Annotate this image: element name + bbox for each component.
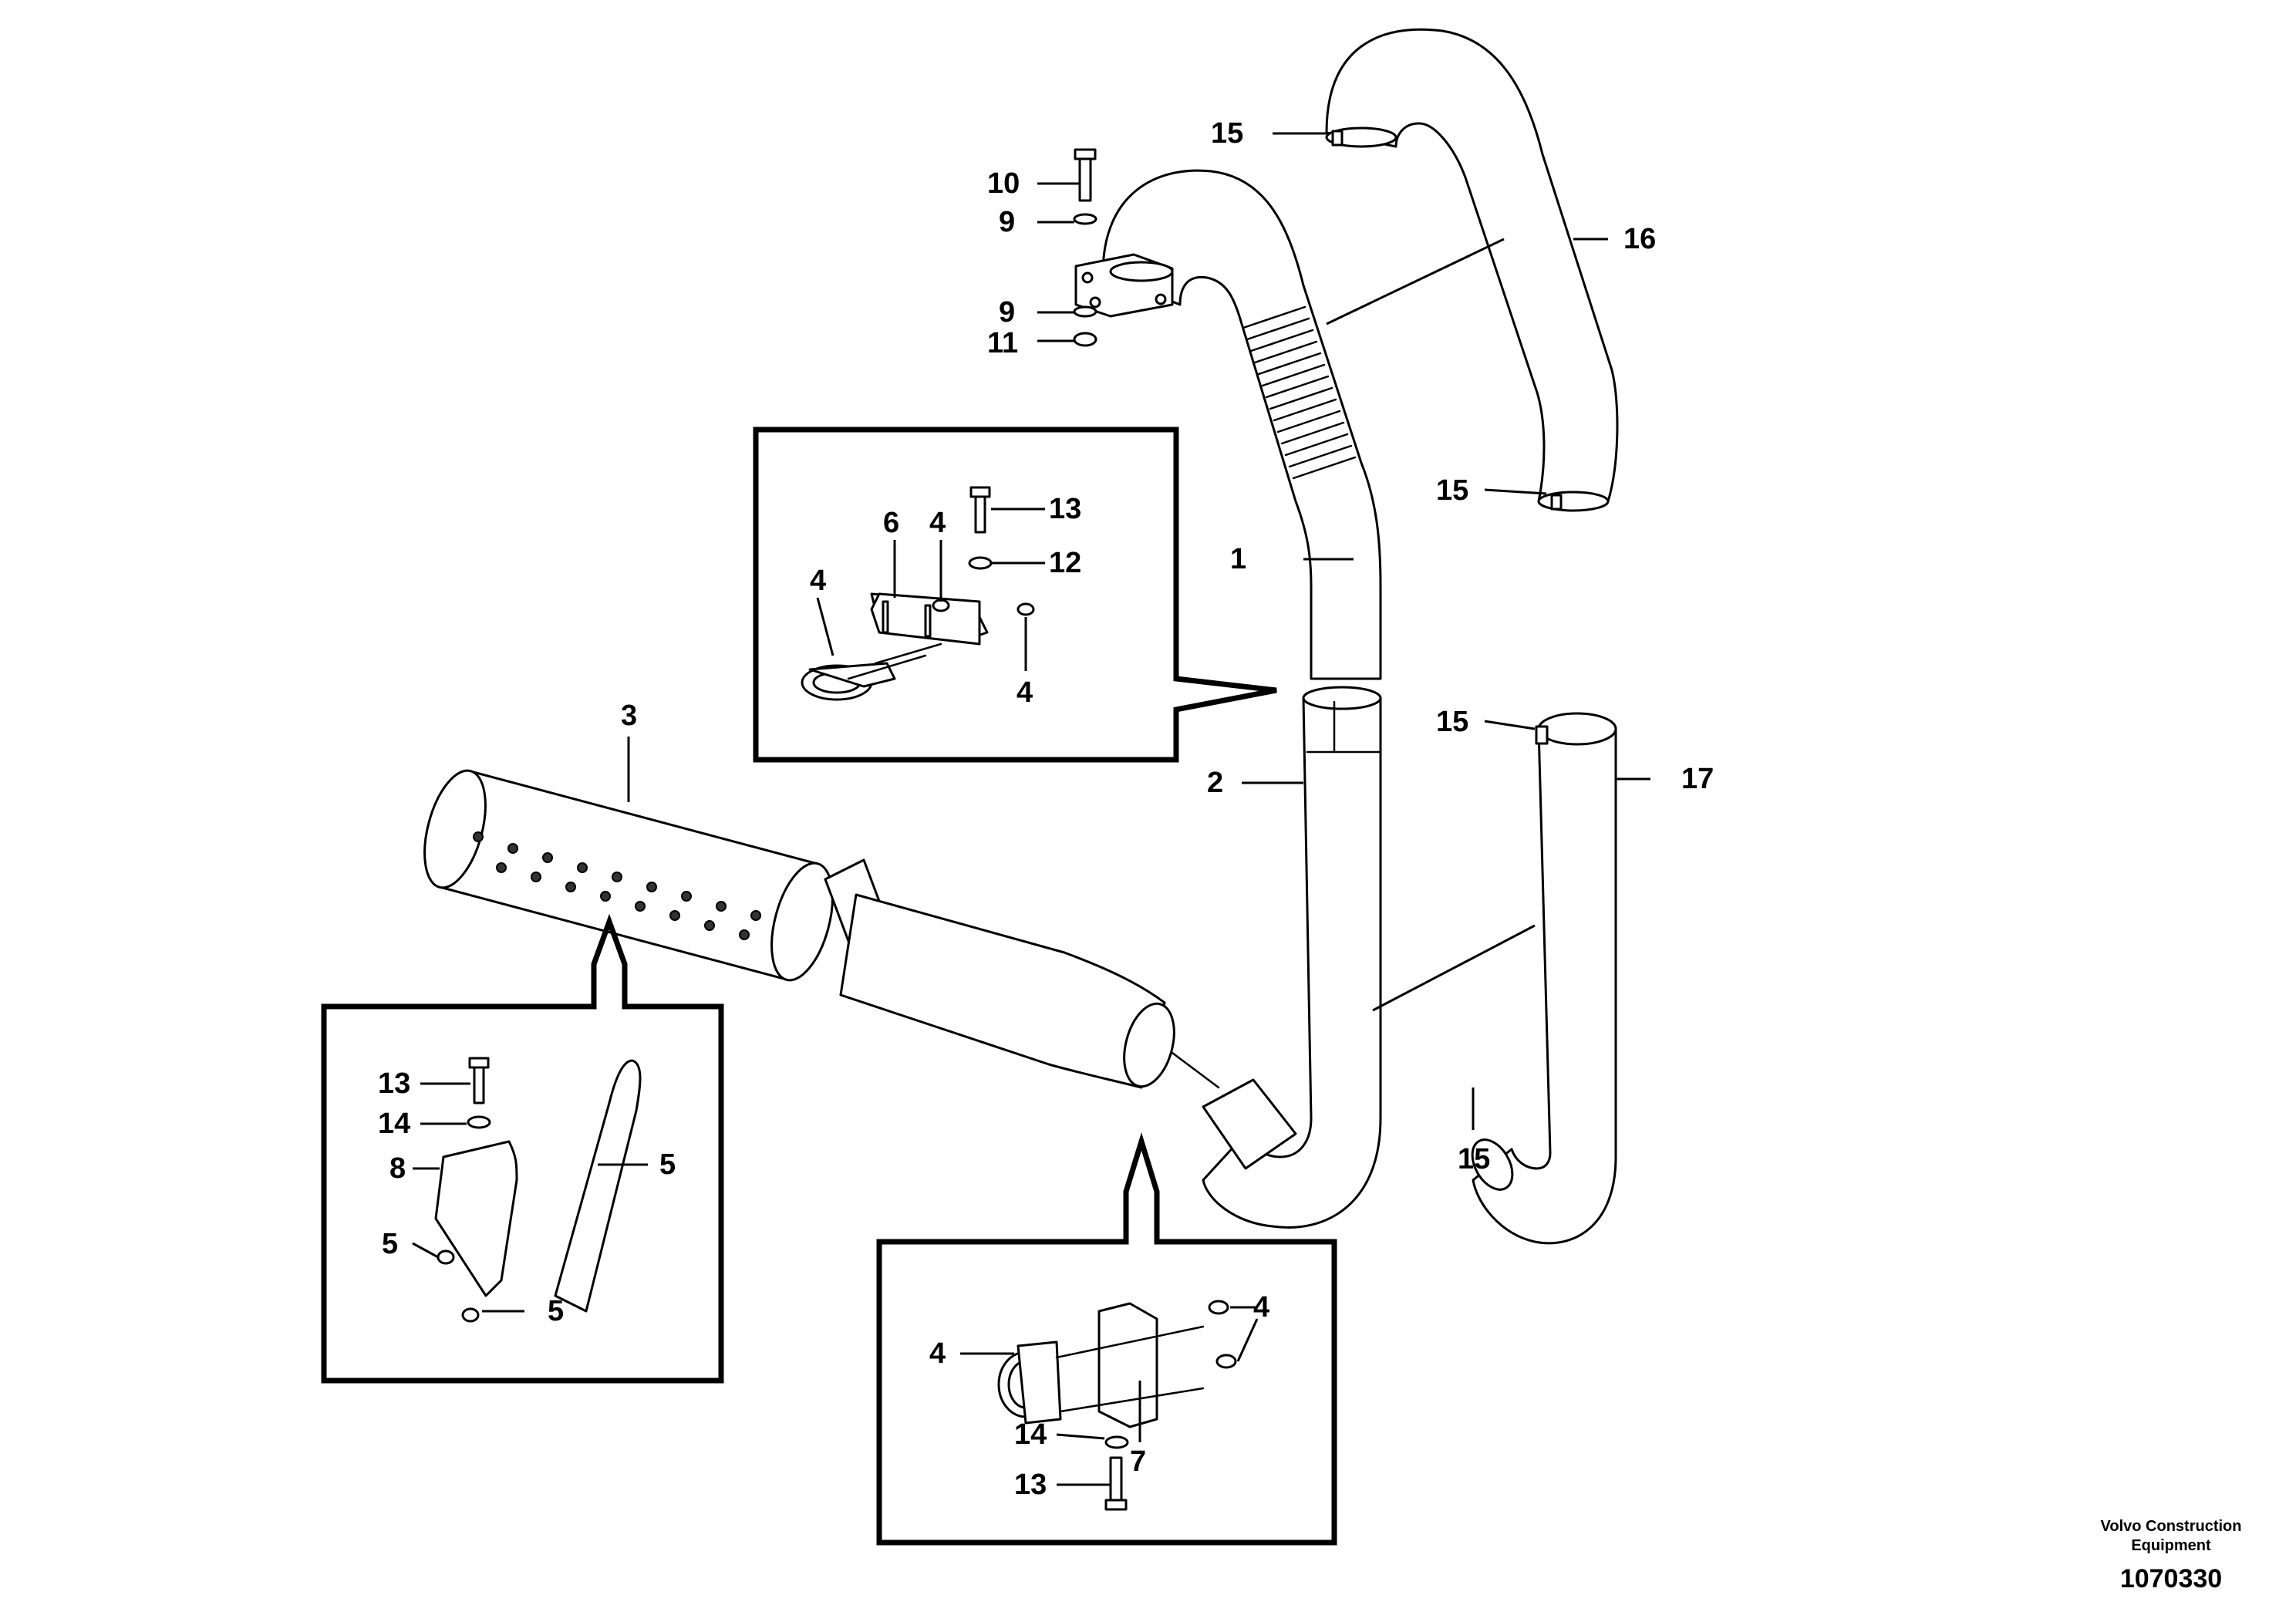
pipe-17 <box>1471 712 1617 1245</box>
callout-14: 14 <box>1014 1418 1047 1451</box>
callout-12: 12 <box>1049 547 1081 579</box>
callout-13: 13 <box>378 1067 410 1100</box>
callout-13: 13 <box>1049 493 1081 525</box>
callout-13: 13 <box>1014 1469 1047 1501</box>
leader-lines <box>412 132 1650 1486</box>
washer-9-upper <box>1073 213 1097 225</box>
detail-box-clamp-6 <box>753 427 1277 763</box>
bolt-10 <box>1074 148 1097 202</box>
clamp-15-17-top <box>1535 725 1549 745</box>
pipe-2-end <box>1202 1078 1297 1170</box>
callout-7: 7 <box>1130 1445 1146 1478</box>
callout-4: 4 <box>1017 676 1033 709</box>
callout-3: 3 <box>621 700 637 732</box>
washer-9-lower <box>1073 305 1097 318</box>
muffler-3 <box>423 769 1220 1089</box>
footer: Volvo Construction Equipment 1070330 <box>2101 1518 2242 1593</box>
detail-box-bracket-8 <box>321 913 724 1384</box>
callout-10: 10 <box>987 167 1020 200</box>
callout-labels: 15 10 9 16 9 11 15 13 6 4 12 1 4 4 3 15 … <box>378 117 1714 1501</box>
detail-box-bracket-7 <box>876 1132 1337 1546</box>
callout-5: 5 <box>659 1148 676 1181</box>
callout-5: 5 <box>548 1295 564 1327</box>
brand-line-2: Equipment <box>2131 1537 2211 1554</box>
brand-line-1: Volvo Construction <box>2101 1518 2242 1535</box>
callout-6: 6 <box>883 507 899 539</box>
callout-17: 17 <box>1681 763 1714 795</box>
clamp-15-lower-16 <box>1550 494 1563 511</box>
drawing-number: 1070330 <box>2120 1564 2222 1593</box>
callout-14: 14 <box>378 1108 410 1140</box>
callout-1: 1 <box>1230 543 1246 575</box>
bellows <box>1242 305 1357 480</box>
callout-8: 8 <box>389 1152 406 1185</box>
callout-4: 4 <box>929 507 946 539</box>
callout-15: 15 <box>1211 117 1243 150</box>
callout-2: 2 <box>1207 767 1223 799</box>
callout-4: 4 <box>1253 1291 1269 1324</box>
callout-15: 15 <box>1436 706 1468 738</box>
callout-9: 9 <box>999 296 1015 329</box>
callout-9: 9 <box>999 206 1015 238</box>
callout-16: 16 <box>1623 223 1656 255</box>
pipe-2 <box>1202 686 1382 1229</box>
callout-15: 15 <box>1458 1143 1490 1175</box>
callout-5: 5 <box>382 1228 398 1260</box>
muffler-holes <box>473 831 761 940</box>
callout-4: 4 <box>810 565 826 597</box>
callout-15: 15 <box>1436 474 1468 507</box>
callout-4: 4 <box>929 1337 946 1370</box>
callout-11: 11 <box>987 327 1018 359</box>
nut-11 <box>1073 332 1097 347</box>
pipe-1 <box>1074 169 1382 680</box>
clamp-15-top <box>1331 130 1344 147</box>
pipe-16 <box>1325 28 1619 512</box>
